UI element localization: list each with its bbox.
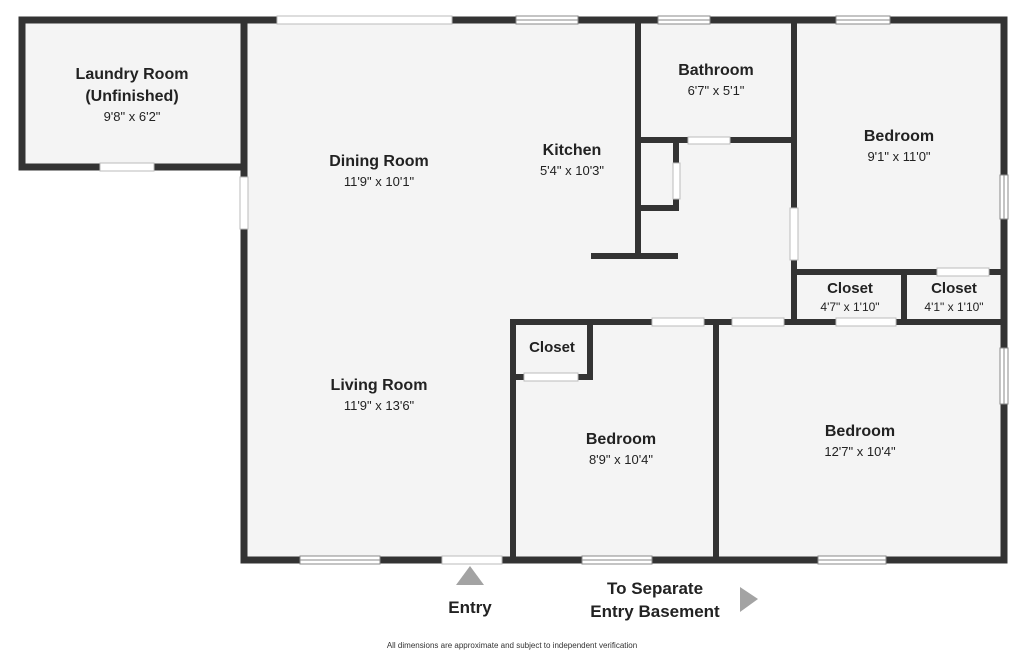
room-name: Closet (827, 280, 873, 297)
entry-arrow-icon (456, 566, 484, 585)
opening (239, 176, 249, 230)
opening (523, 372, 579, 382)
basement-label-line1: To Separate (606, 579, 704, 598)
room-name: Bathroom (678, 62, 754, 79)
windows (299, 15, 1009, 565)
bedroom-wing-floor (513, 322, 1004, 560)
floor-fills (22, 20, 1004, 560)
basement-label: To Separate Entry Basement (575, 577, 735, 623)
room-dimensions: 11'9" x 10'1" (343, 174, 415, 189)
entry-opening (441, 555, 503, 565)
room-dimensions: 4'7" x 1'10" (820, 300, 880, 314)
room-name: Bedroom (824, 423, 896, 440)
room-name: Closet (529, 339, 575, 356)
room-label-bathroom: Bathroom 6'7" x 5'1" (656, 60, 776, 100)
room-name: Living Room (330, 377, 428, 394)
opening (731, 317, 785, 327)
opening (99, 162, 155, 172)
room-dimensions: 4'1" x 1'10" (924, 300, 984, 314)
room-label-dining: Dining Room 11'9" x 10'1" (299, 151, 459, 191)
disclaimer-text: All dimensions are approximate and subje… (386, 641, 638, 650)
room-name-line2: (Unfinished) (85, 88, 179, 105)
room-name: Dining Room (329, 153, 429, 170)
opening (835, 317, 897, 327)
room-dimensions: 9'1" x 11'0" (867, 149, 931, 164)
opening (936, 267, 990, 277)
room-label-bedroom-ne: Bedroom 9'1" x 11'0" (839, 126, 959, 166)
room-label-closet-3: Closet (516, 338, 588, 358)
opening (651, 317, 705, 327)
room-label-closet-1: Closet 4'7" x 1'10" (801, 279, 899, 315)
room-label-laundry: Laundry Room (Unfinished) 9'8" x 6'2" (52, 64, 212, 126)
room-dimensions: 5'4" x 10'3" (539, 163, 605, 178)
room-name: Bedroom (585, 431, 657, 448)
room-name: Laundry Room (75, 66, 189, 83)
basement-label-line2: Entry Basement (590, 602, 720, 621)
opening (672, 162, 681, 200)
room-dimensions: 9'8" x 6'2" (103, 109, 161, 124)
room-label-closet-2: Closet 4'1" x 1'10" (908, 279, 1000, 315)
room-label-bedroom-se: Bedroom 12'7" x 10'4" (790, 421, 930, 461)
room-label-bedroom-s: Bedroom 8'9" x 10'4" (561, 429, 681, 469)
room-dimensions: 12'7" x 10'4" (824, 444, 896, 459)
room-dimensions: 11'9" x 13'6" (343, 398, 415, 413)
room-name: Kitchen (542, 142, 602, 159)
room-dimensions: 6'7" x 5'1" (687, 83, 745, 98)
room-name: Closet (931, 280, 977, 297)
entry-label: Entry (448, 598, 492, 617)
basement-arrow-icon (740, 587, 758, 612)
opening (687, 136, 731, 145)
room-dimensions: 8'9" x 10'4" (588, 452, 654, 467)
opening (789, 207, 799, 261)
laundry-floor (22, 20, 244, 167)
opening (276, 15, 453, 25)
room-name: Bedroom (863, 128, 935, 145)
exterior-wall (240, 16, 1008, 564)
room-label-living: Living Room 11'9" x 13'6" (299, 375, 459, 415)
openings (99, 15, 990, 565)
room-label-kitchen: Kitchen 5'4" x 10'3" (512, 140, 632, 180)
main-floor (244, 20, 1004, 560)
